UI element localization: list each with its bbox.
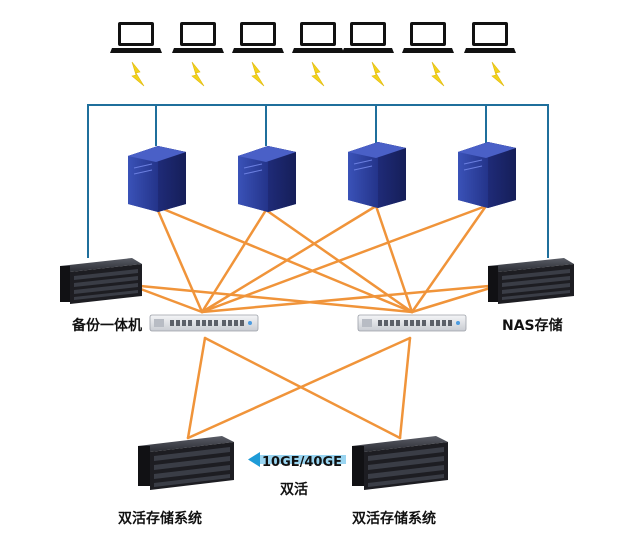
san-link bbox=[410, 283, 502, 314]
san-link bbox=[203, 336, 402, 440]
client-laptops bbox=[110, 22, 516, 53]
tower-server-icon bbox=[238, 146, 296, 212]
storage-right-label: 双活存储系统 bbox=[352, 510, 436, 527]
tower-server-icon bbox=[458, 142, 516, 208]
storage-array-icon bbox=[488, 258, 574, 304]
storage-system-right bbox=[352, 436, 448, 490]
backup-appliance bbox=[60, 258, 142, 304]
storage-array-icon bbox=[138, 436, 234, 490]
storage-array-icon bbox=[60, 258, 142, 304]
lightning-icon bbox=[191, 61, 205, 87]
san-link bbox=[410, 204, 488, 314]
laptop-icon bbox=[464, 22, 516, 53]
laptop-icon bbox=[402, 22, 454, 53]
san-link bbox=[186, 336, 207, 440]
lightning-icon bbox=[371, 61, 385, 87]
wireless-links bbox=[131, 61, 505, 87]
laptop-icon bbox=[342, 22, 394, 53]
fc-switch-icon bbox=[149, 314, 259, 332]
san-link bbox=[398, 336, 412, 440]
nas-storage bbox=[488, 258, 574, 304]
laptop-icon bbox=[232, 22, 284, 53]
tower-server-icon bbox=[128, 146, 186, 212]
fc-switch-right bbox=[357, 314, 467, 332]
storage-system-left bbox=[138, 436, 234, 490]
san-link bbox=[154, 204, 414, 314]
replication-arrow bbox=[248, 452, 346, 467]
storage-left-label: 双活存储系统 bbox=[118, 510, 202, 527]
san-fabric-lines bbox=[128, 204, 502, 440]
storage-array-icon bbox=[352, 436, 448, 490]
laptop-icon bbox=[172, 22, 224, 53]
nas-storage-label: NAS存储 bbox=[502, 317, 563, 334]
backup-appliance-label: 备份一体机 bbox=[71, 317, 142, 334]
san-link bbox=[154, 204, 204, 314]
san-link bbox=[186, 336, 412, 440]
san-link bbox=[200, 208, 268, 314]
lan-bus bbox=[87, 104, 549, 258]
san-link bbox=[200, 283, 502, 314]
lightning-icon bbox=[251, 61, 265, 87]
active-active-label: 双活 bbox=[280, 481, 308, 498]
tower-server-icon bbox=[348, 142, 406, 208]
san-link bbox=[200, 204, 488, 314]
tower-servers bbox=[128, 142, 516, 212]
lightning-icon bbox=[311, 61, 325, 87]
lan-network-lines bbox=[87, 104, 549, 258]
san-link bbox=[200, 204, 378, 314]
laptop-icon bbox=[110, 22, 162, 53]
san-link bbox=[128, 283, 414, 314]
lightning-icon bbox=[431, 61, 445, 87]
laptop-icon bbox=[292, 22, 344, 53]
lightning-icon bbox=[131, 61, 145, 87]
link-speed-label: 10GE/40GE bbox=[262, 455, 342, 470]
fc-switch-icon bbox=[357, 314, 467, 332]
lightning-icon bbox=[491, 61, 505, 87]
fc-switch-left bbox=[149, 314, 259, 332]
